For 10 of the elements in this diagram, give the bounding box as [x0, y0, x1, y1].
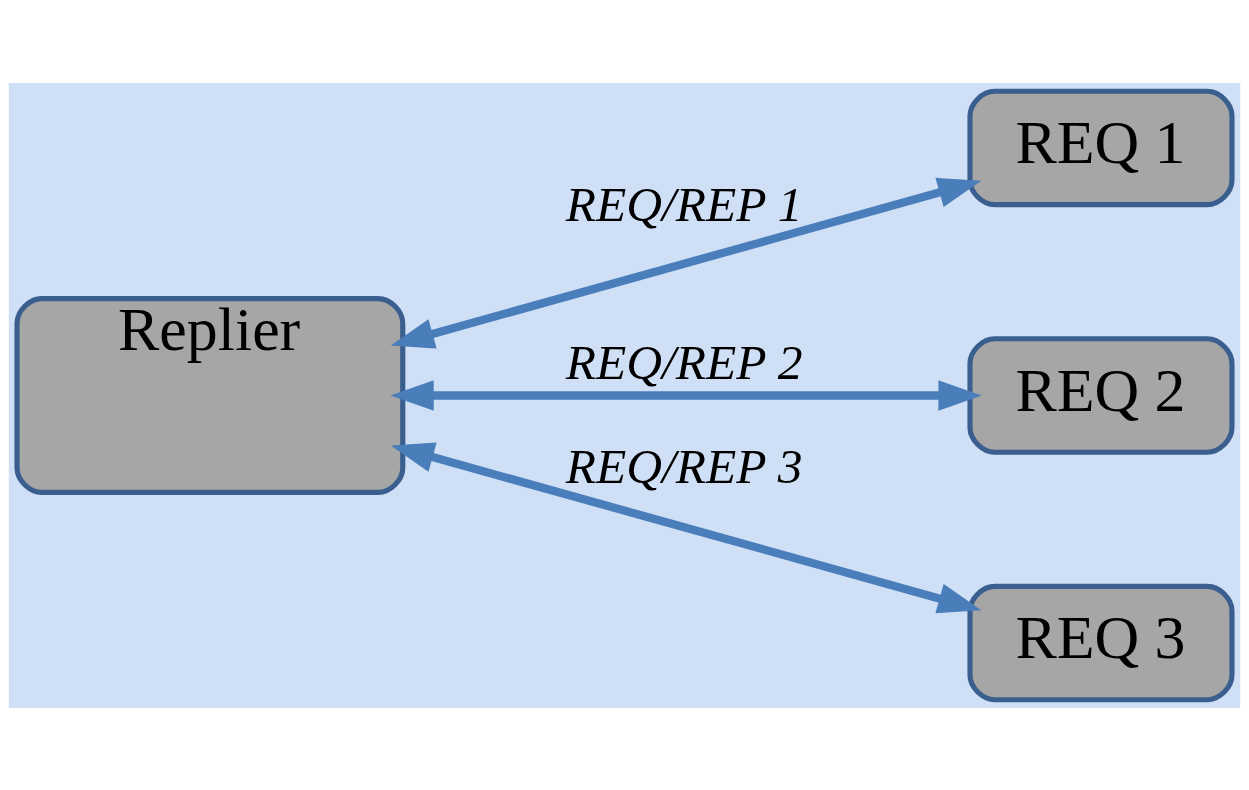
node-box: REQ 1 — [967, 88, 1235, 207]
arrow — [390, 379, 982, 411]
arrow — [390, 177, 982, 349]
arrow — [390, 441, 982, 613]
node-box: Replier — [14, 295, 406, 495]
node-box: REQ 3 — [967, 583, 1235, 702]
edge-label: REQ/REP 2 — [565, 334, 803, 390]
node-box: REQ 2 — [967, 335, 1235, 455]
edge-label: REQ/REP 3 — [565, 438, 803, 494]
edge-label: REQ/REP 1 — [565, 176, 803, 232]
